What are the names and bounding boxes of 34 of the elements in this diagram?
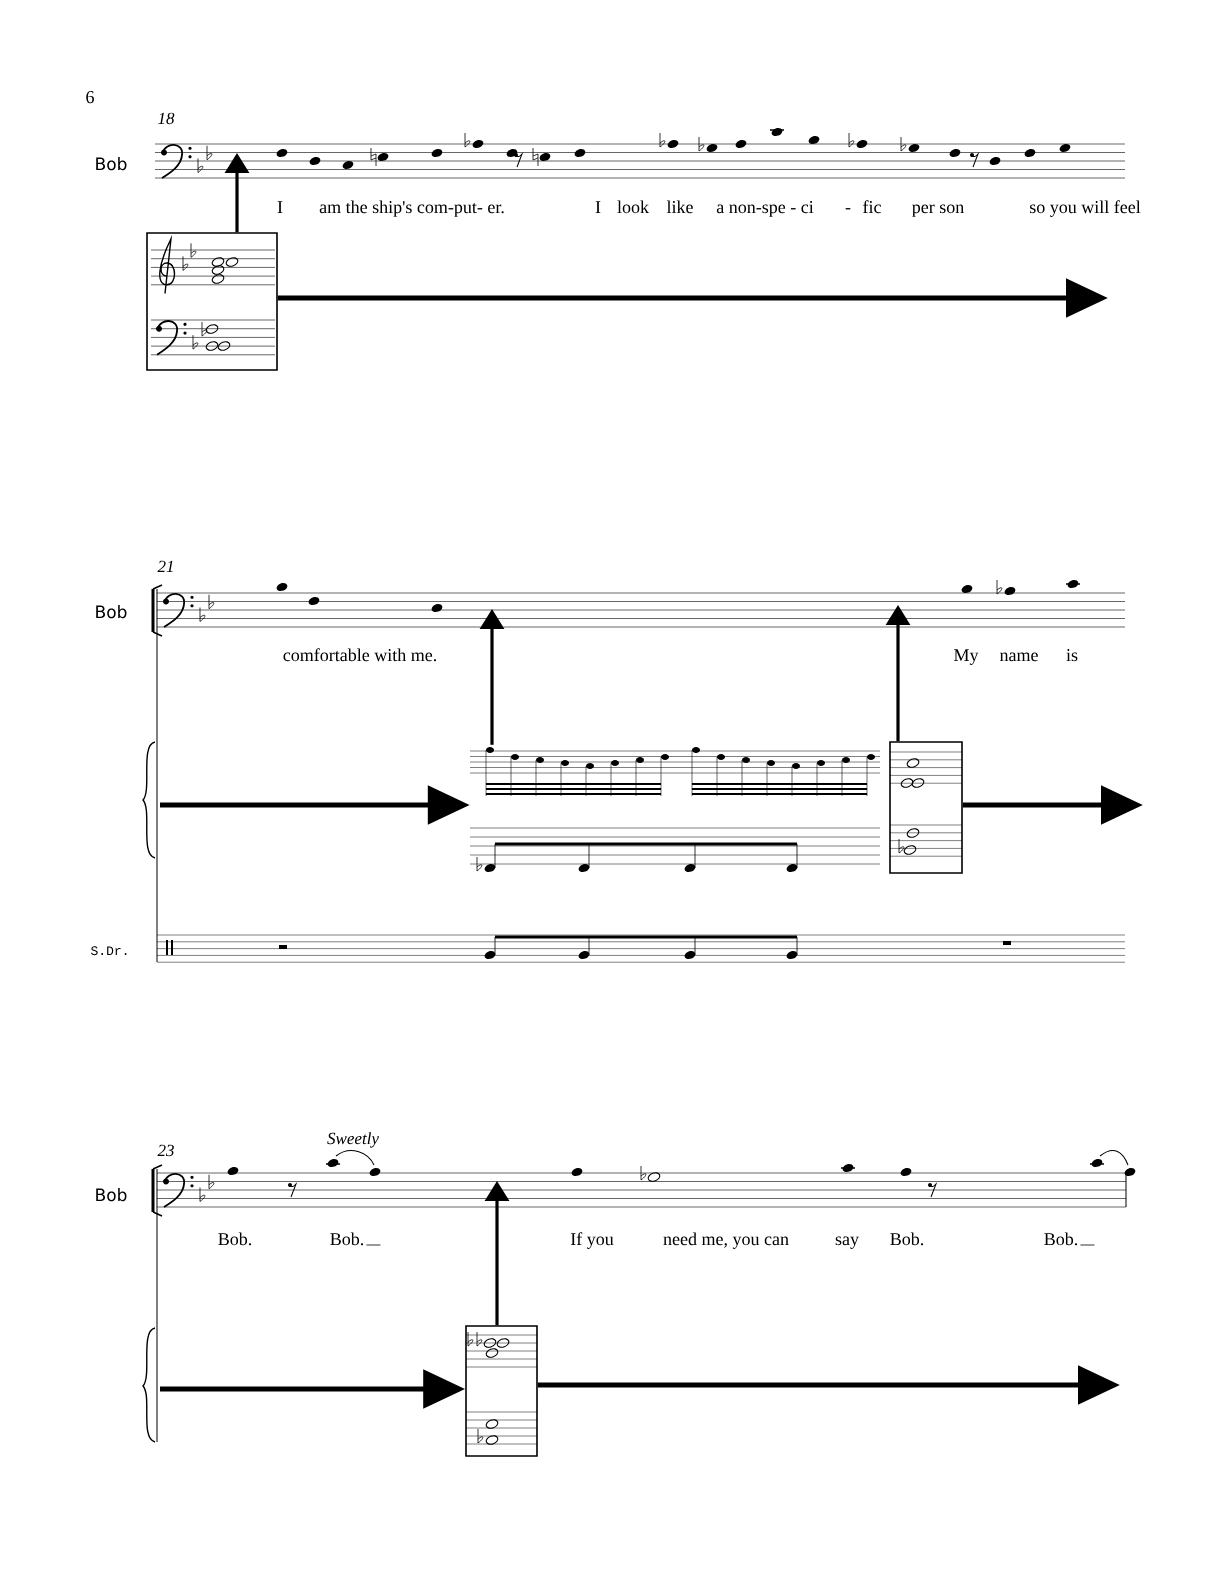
lyric: My [954,649,979,665]
instrument-name: Bob [96,605,127,619]
lyric: fic [863,200,881,214]
instrument-name: S.Dr. [91,946,127,956]
lyric: name [999,652,1038,662]
lyric: a non-spe - ci [716,201,814,217]
lyric: say [835,1236,859,1249]
chord-box-drawing [465,1325,538,1457]
lyric: Bob. [890,1232,924,1246]
lyric: I [595,201,601,213]
chord-box-drawing [146,232,278,371]
instrument-name: Bob [96,1188,127,1202]
measure-number: 18 [158,112,175,125]
lyric: is [1066,649,1078,662]
lyric: like [666,200,693,214]
lyric: need me, you can [663,1232,789,1249]
measure-number: 21 [157,560,173,572]
chord-box-drawing [889,741,963,874]
lyric: Bob. [218,1232,252,1246]
instrument-name: Bob [96,157,127,171]
lyric: Bob. [330,1232,364,1246]
lyric: per son [912,204,964,217]
arpeggio-drawing [469,747,881,873]
lyric: so you will feel [1030,200,1141,217]
page-number: 6 [86,91,94,104]
expression-marking: Sweetly [327,1132,379,1148]
lyric: - [845,208,851,210]
lyric: am the ship's com-put- er. [319,200,504,217]
lyric: look [617,200,649,214]
measure-number: 23 [157,1144,174,1157]
lyric: comfortable with me. [283,648,437,662]
lyric: Bob. [1044,1232,1078,1246]
lyric: If you [570,1232,614,1249]
lyric: I [277,201,283,213]
